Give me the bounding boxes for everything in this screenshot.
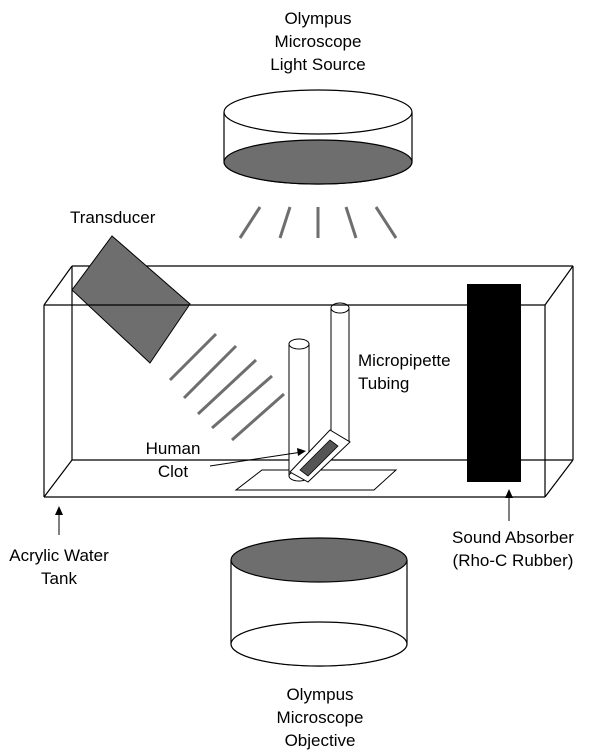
- transducer-label: Transducer: [70, 208, 156, 227]
- objective-cylinder: [230, 537, 408, 667]
- objective-line-3: Objective: [284, 731, 356, 750]
- tank-line-1: Acrylic Water: [9, 546, 109, 565]
- transducer-block: [71, 235, 191, 364]
- micropipette-line-2: Tubing: [358, 374, 410, 393]
- objective-label: Olympus Microscope Objective: [250, 683, 390, 752]
- micropipette-left-tube: [288, 338, 310, 482]
- clot-line-1: Human: [145, 439, 201, 458]
- stage-plate: [234, 469, 398, 491]
- light-source-label: Olympus Microscope Light Source: [248, 7, 388, 76]
- tank-label: Acrylic Water Tank: [0, 544, 118, 590]
- absorber-arrow-head: [505, 489, 513, 498]
- clot-line-2: Clot: [157, 462, 189, 481]
- clot-shape: [299, 439, 339, 477]
- clot-pointer-arrowhead: [297, 448, 306, 456]
- clot-pointer-line: [209, 451, 303, 467]
- light-source-line-1: Olympus: [284, 9, 352, 28]
- micropipette-diagonal: [289, 429, 351, 483]
- objective-line-1: Olympus: [286, 685, 354, 704]
- tank-line-2: Tank: [41, 569, 77, 588]
- absorber-line-2: (Rho-C Rubber): [452, 551, 574, 570]
- micropipette-right-tube: [330, 302, 350, 443]
- tank-arrow-head: [55, 506, 63, 515]
- absorber-line-1: Sound Absorber: [452, 528, 574, 547]
- light-source-cylinder: [223, 89, 413, 185]
- micropipette-line-1: Micropipette: [358, 351, 451, 370]
- tank-front-edges: [43, 265, 574, 498]
- micropipette-label: Micropipette Tubing: [358, 349, 451, 395]
- light-source-line-2: Microscope: [274, 32, 362, 51]
- light-source-line-3: Light Source: [270, 55, 366, 74]
- objective-line-2: Microscope: [276, 708, 364, 727]
- sound-absorber-block: [467, 284, 521, 482]
- clot-label: Human Clot: [138, 437, 208, 483]
- light-rays: [238, 206, 398, 239]
- ultrasound-beam: [168, 332, 285, 442]
- absorber-label: Sound Absorber (Rho-C Rubber): [440, 526, 586, 572]
